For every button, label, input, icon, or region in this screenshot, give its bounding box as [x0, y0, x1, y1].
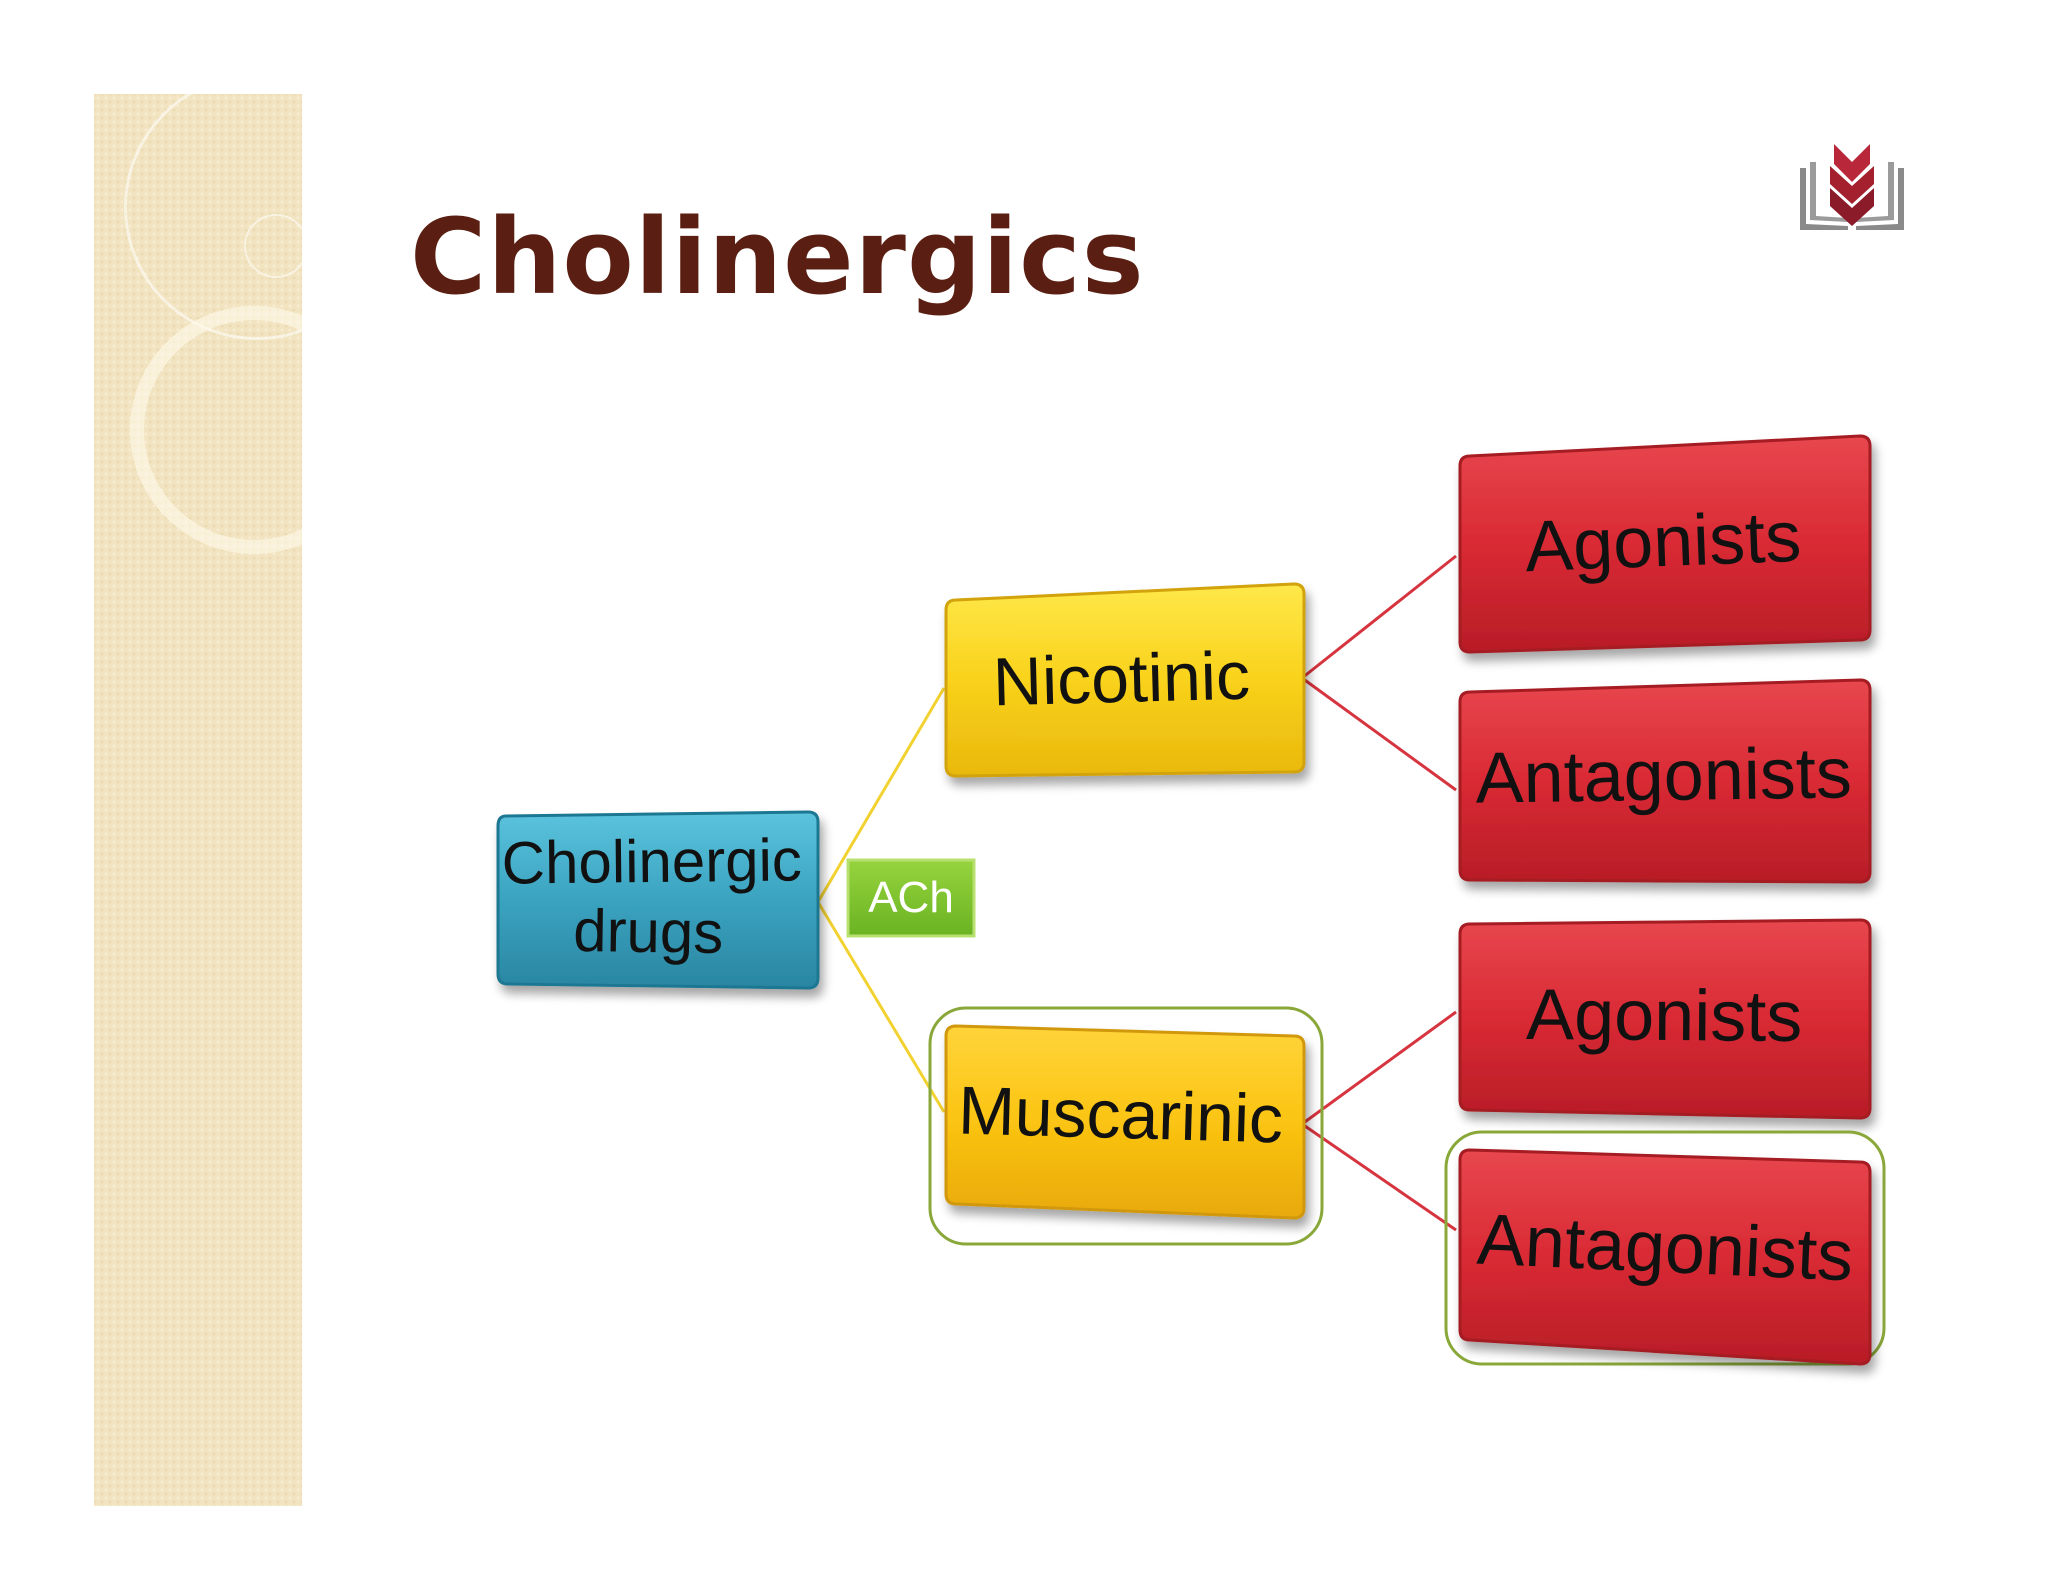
node-muscarinic-antagonists: Antagonists [1458, 1148, 1872, 1366]
muscarinic-agonists-label: Agonists [1526, 975, 1803, 1057]
muscarinic-highlight-outline [928, 1006, 1324, 1246]
node-nicotinic-agonists: Agonists [1458, 434, 1872, 654]
nicotinic-agonists-label: Agonists [1524, 497, 1803, 588]
node-muscarinic: Muscarinic [944, 1024, 1306, 1220]
node-cholinergic-drugs: Cholinergic drugs [496, 810, 820, 990]
connector-root-muscarinic [816, 901, 946, 1113]
decorative-sidebar [94, 94, 302, 1506]
ach-label: ACh [868, 873, 954, 922]
node-muscarinic-agonists: Agonists [1458, 918, 1872, 1120]
connector-root-nicotinic [816, 687, 946, 903]
connector-muscarinic-antagonists [1301, 1122, 1457, 1232]
sidebar-ring-small [244, 214, 302, 278]
nicotinic-antagonists-label: Antagonists [1475, 733, 1852, 818]
root-label-line2: drugs [573, 897, 724, 966]
connector-lines [816, 554, 1457, 1232]
connector-nicotinic-antagonists [1301, 676, 1457, 792]
connector-muscarinic-agonists [1301, 1010, 1457, 1126]
muscarinic-label: Muscarinic [957, 1072, 1284, 1157]
node-nicotinic: Nicotinic [944, 582, 1306, 778]
book-logo-icon [1800, 144, 1904, 230]
muscarinic-antagonists-label: Antagonists [1475, 1200, 1854, 1297]
muscarinic-antagonists-highlight-outline [1444, 1130, 1886, 1366]
node-nicotinic-antagonists: Antagonists [1458, 678, 1872, 884]
nicotinic-label: Nicotinic [992, 638, 1251, 721]
ach-link-label: ACh [846, 858, 976, 938]
slide-title: Cholinergics [410, 196, 1145, 318]
connector-nicotinic-agonists [1301, 554, 1457, 680]
root-label-line1: Cholinergic [501, 826, 802, 896]
